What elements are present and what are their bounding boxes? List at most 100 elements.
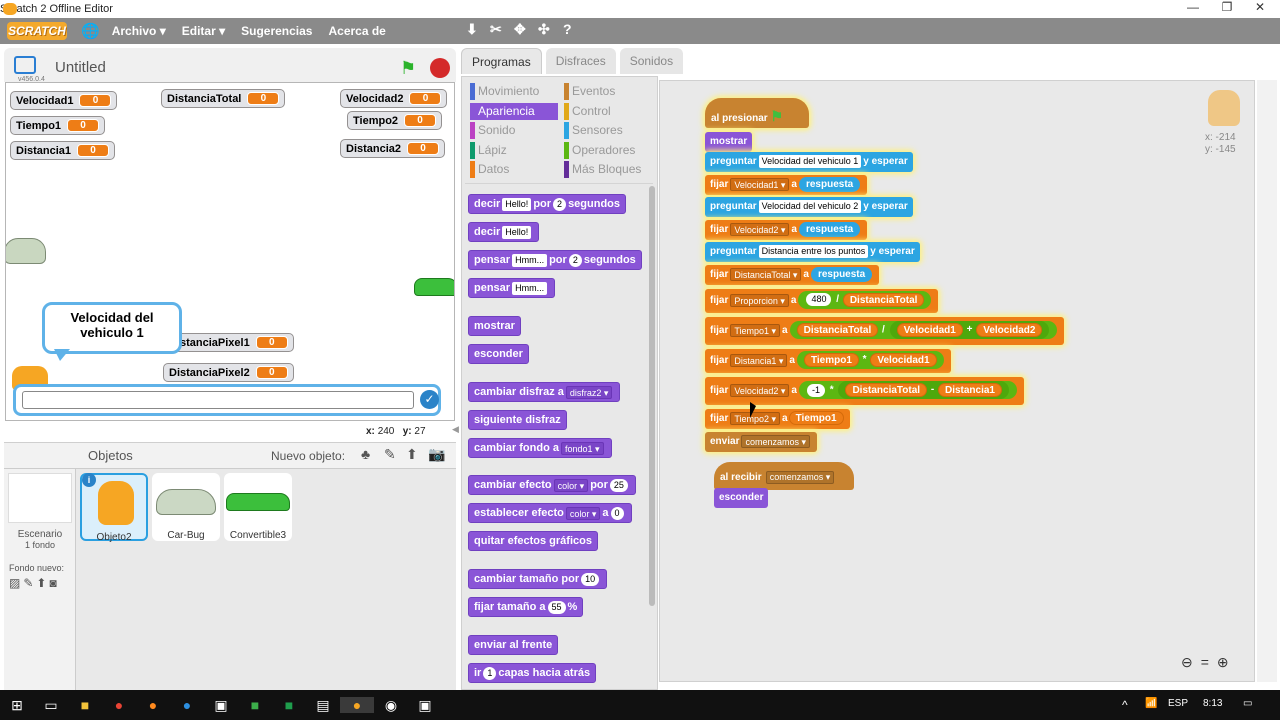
green-flag-icon[interactable]: ⚑ (400, 58, 417, 78)
number-slot[interactable]: 480 (806, 293, 832, 307)
variable-dropdown[interactable]: Distancia1 ▾ (730, 353, 788, 367)
project-title[interactable]: Untitled (55, 59, 106, 76)
category-datos[interactable]: Datos (470, 161, 558, 178)
variable-dropdown[interactable]: Tiempo1 ▾ (730, 323, 781, 337)
menu-acerca-de[interactable]: Acerca de (328, 24, 386, 38)
stage-selector[interactable]: Escenario 1 fondo Fondo nuevo: ▨✎⬆◙ (4, 469, 76, 691)
scripts-scrollbar[interactable] (1257, 80, 1277, 682)
tab-sonidos[interactable]: Sonidos (619, 48, 684, 74)
reporter-variable[interactable]: Velocidad2 (976, 322, 1043, 337)
operator-add[interactable]: Velocidad1 + Velocidad2 (889, 321, 1050, 340)
reporter-respuesta[interactable]: respuesta (798, 221, 861, 237)
camera-icon[interactable]: 📷 (428, 446, 446, 462)
fullscreen-icon[interactable] (14, 56, 36, 74)
library-sprite-icon[interactable]: ♣ (361, 446, 371, 462)
reporter-variable[interactable]: DistanciaTotal (842, 292, 925, 307)
sprite-thumb-convertible3[interactable]: Convertible3 (224, 473, 292, 541)
info-icon[interactable]: i (82, 473, 96, 487)
category-movimiento[interactable]: Movimiento (470, 83, 558, 100)
excel-icon[interactable]: ■ (284, 697, 294, 713)
number-slot[interactable]: -1 (806, 383, 825, 397)
operator-divide[interactable]: DistanciaTotal / Velocidad1 + Velocidad2 (789, 321, 1058, 340)
restore-button[interactable]: ❐ (1221, 0, 1233, 14)
effect-dropdown[interactable]: color ▾ (553, 478, 589, 492)
minimize-button[interactable]: — (1187, 0, 1199, 14)
block-esconder[interactable]: esconder (714, 488, 769, 508)
message-dropdown[interactable]: comenzamos ▾ (765, 471, 835, 484)
block-siguiente-disfraz[interactable]: siguiente disfraz (468, 410, 567, 430)
text-slot[interactable]: Hmm... (512, 253, 548, 267)
sprite-thumb-car-bug[interactable]: Car-Bug (152, 473, 220, 541)
zoom-in-icon[interactable]: ⊕ (1216, 654, 1229, 670)
backdrop-tools-icon[interactable]: ▨✎⬆◙ (9, 576, 60, 590)
app-icon[interactable]: ■ (250, 697, 260, 713)
network-icon[interactable]: 📶 (1145, 698, 1158, 709)
chevron-up-icon[interactable]: ^ (1122, 698, 1128, 712)
text-slot[interactable]: Velocidad del vehiculo 2 (758, 199, 862, 213)
collapse-arrow-icon[interactable]: ◀ (452, 424, 459, 434)
block-enviar-al-frente[interactable]: enviar al frente (468, 635, 559, 655)
windows-start-icon[interactable]: ⊞ (11, 696, 23, 713)
category-eventos[interactable]: Eventos (564, 83, 652, 100)
category-sonido[interactable]: Sonido (470, 122, 558, 139)
convertible-sprite[interactable] (414, 278, 454, 296)
category-control[interactable]: Control (564, 102, 652, 120)
upload-icon[interactable]: ⬆ (406, 446, 418, 462)
operator-multiply[interactable]: -1 * DistanciaTotal - Distancia1 (798, 381, 1017, 400)
reporter-respuesta[interactable]: respuesta (810, 266, 873, 282)
clock[interactable]: 8:13 (1203, 698, 1223, 709)
sprite-thumb-objeto2[interactable]: i Objeto2 (80, 473, 148, 543)
reporter-variable[interactable]: Velocidad1 (896, 322, 963, 337)
language-globe-icon[interactable]: 🌐 (81, 23, 100, 40)
text-slot[interactable]: Distancia entre los puntos (758, 244, 869, 258)
reporter-variable[interactable]: Velocidad1 (870, 352, 937, 367)
reporter-respuesta[interactable]: respuesta (798, 176, 861, 192)
store-icon[interactable]: ▣ (214, 696, 228, 713)
variable-dropdown[interactable]: Proporcion ▾ (730, 293, 789, 307)
task-view-icon[interactable]: ▭ (44, 696, 58, 713)
scratch-taskbar-icon[interactable]: ● (340, 697, 374, 713)
variable-dropdown[interactable]: DistanciaTotal ▾ (730, 267, 802, 281)
number-slot[interactable]: 0 (610, 506, 624, 520)
delete-scissors-icon[interactable]: ✂ (490, 21, 502, 37)
edge-icon[interactable]: ● (182, 697, 192, 713)
firefox-icon[interactable]: ● (148, 697, 158, 713)
variable-dropdown[interactable]: Velocidad2 ▾ (730, 383, 790, 397)
number-slot[interactable]: 2 (568, 253, 582, 267)
text-slot[interactable]: Hello! (502, 225, 532, 239)
variable-dropdown[interactable]: Velocidad1 ▾ (730, 177, 790, 191)
operator-multiply[interactable]: Tiempo1 * Velocidad1 (796, 351, 944, 370)
number-slot[interactable]: 55 (547, 600, 566, 614)
answer-input[interactable] (22, 391, 414, 409)
block-mostrar[interactable]: mostrar (468, 316, 521, 336)
tab-programas[interactable]: Programas (461, 48, 542, 74)
notifications-icon[interactable]: ▭ (1243, 698, 1253, 709)
file-explorer-icon[interactable]: ■ (80, 697, 90, 713)
stage-thumbnail[interactable] (8, 473, 72, 523)
reporter-variable[interactable]: Tiempo1 (803, 352, 859, 367)
